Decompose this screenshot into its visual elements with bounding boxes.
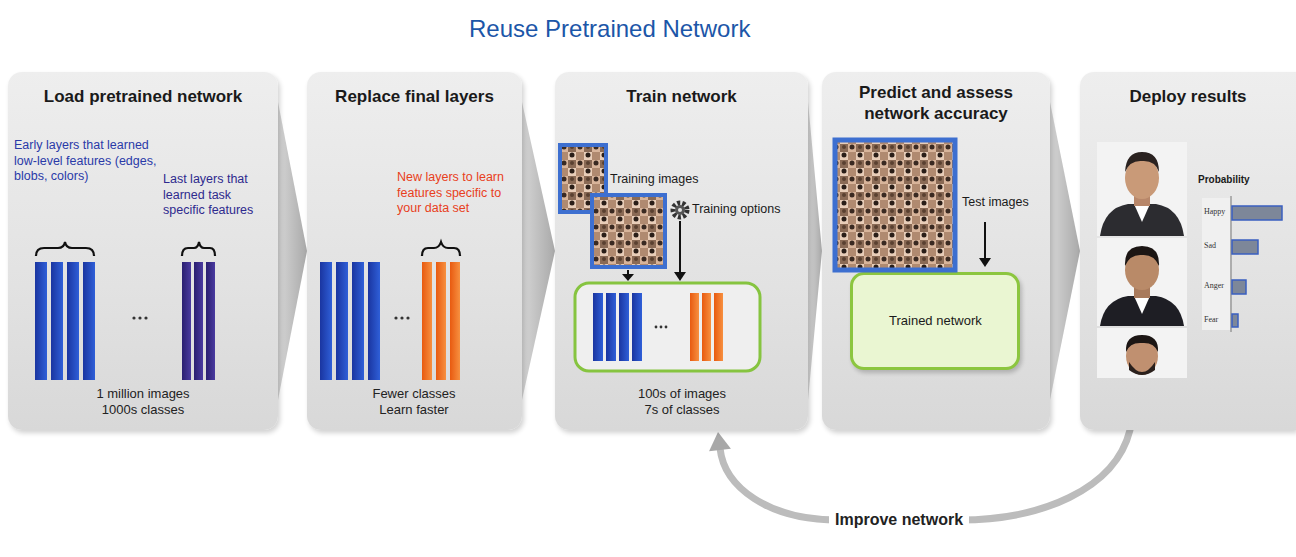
bar-chart bbox=[1202, 196, 1282, 332]
chevron-shape bbox=[1050, 102, 1080, 400]
new-layers bbox=[422, 262, 460, 380]
chevron-shape bbox=[522, 102, 555, 400]
last-layers bbox=[182, 262, 215, 380]
class-label: Fear bbox=[1204, 315, 1234, 325]
step-panel: Deploy resultsProbabilityHappySadAngerFe… bbox=[1080, 72, 1296, 430]
class-label: Anger bbox=[1204, 281, 1234, 291]
step-note: 1 million images 1000s classes bbox=[85, 386, 201, 419]
feedback-arrow bbox=[709, 430, 1130, 520]
chevron-shape bbox=[278, 102, 307, 400]
brace bbox=[422, 242, 460, 256]
brace bbox=[182, 242, 215, 256]
step-panel: Replace final layersNew layers to learn … bbox=[307, 72, 522, 430]
chevron-shape bbox=[808, 102, 822, 400]
step-panel: Load pretrained networkEarly layers that… bbox=[8, 72, 278, 430]
diagram-title: Reuse Pretrained Network bbox=[469, 14, 750, 44]
arrow-head bbox=[709, 432, 731, 451]
face-photo bbox=[1097, 328, 1187, 378]
frozen-layers bbox=[320, 262, 380, 380]
class-label: Sad bbox=[1204, 241, 1234, 251]
annotation: Last layers that learned task specific f… bbox=[163, 172, 271, 219]
step-chevron bbox=[808, 102, 822, 400]
training-layers bbox=[593, 293, 723, 361]
step-chevron bbox=[522, 102, 555, 400]
axis-title: Probability bbox=[1198, 174, 1270, 187]
face-photo bbox=[1097, 142, 1187, 236]
gear-icon bbox=[673, 203, 687, 217]
face-photo bbox=[1097, 238, 1187, 326]
class-label: Happy bbox=[1204, 207, 1234, 217]
network-box bbox=[575, 283, 760, 371]
step-panel: Train networkTraining imagesTraining opt… bbox=[555, 72, 808, 430]
result-box: Trained network bbox=[850, 272, 1020, 370]
option-label: Training options bbox=[692, 202, 804, 218]
image-mosaic bbox=[835, 140, 955, 270]
annotation: Early layers that learned low-level feat… bbox=[14, 138, 164, 185]
step-heading: Replace final layers bbox=[307, 86, 522, 107]
box-label: Trained network bbox=[889, 313, 982, 329]
step-heading: Predict and assess network accuracy bbox=[826, 82, 1046, 125]
step-panel: Predict and assess network accuracyTest … bbox=[822, 72, 1050, 430]
step-chevron bbox=[1050, 102, 1080, 400]
step-note: Fewer classes Learn faster bbox=[364, 386, 464, 419]
image-label: Training images bbox=[610, 172, 710, 188]
edge-label: Improve network bbox=[829, 510, 969, 530]
step-note: 100s of images 7s of classes bbox=[631, 386, 733, 419]
step-heading: Load pretrained network bbox=[8, 86, 278, 107]
flow-arrow bbox=[622, 221, 686, 281]
ellipsis-dots bbox=[132, 316, 147, 319]
feedback-curve bbox=[720, 430, 1130, 520]
brace bbox=[36, 242, 94, 256]
early-layers bbox=[35, 262, 95, 380]
image-mosaic bbox=[592, 195, 665, 267]
step-heading: Deploy results bbox=[1080, 86, 1296, 107]
image-label: Test images bbox=[962, 195, 1046, 211]
ellipsis-dots bbox=[394, 316, 409, 319]
image-mosaic bbox=[560, 145, 606, 212]
annotation: New layers to learn features specific to… bbox=[397, 170, 519, 217]
step-chevron bbox=[278, 102, 307, 400]
step-heading: Train network bbox=[555, 86, 808, 107]
flow-arrow bbox=[979, 222, 991, 267]
